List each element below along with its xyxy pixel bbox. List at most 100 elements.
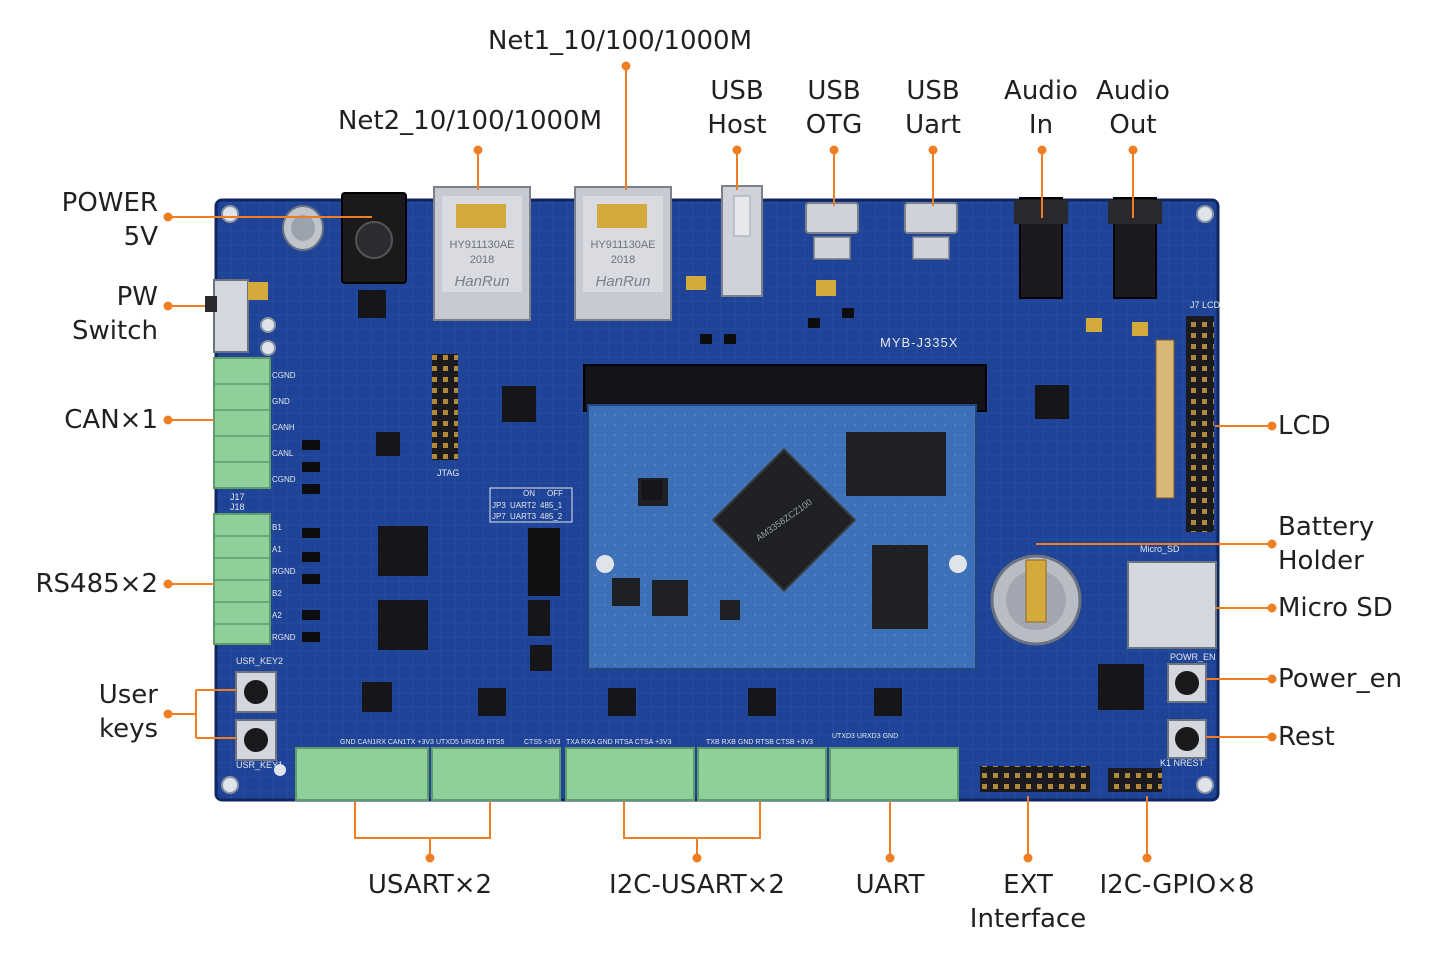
module-hole: [949, 555, 967, 573]
svg-text:CTS5 +3V3: CTS5 +3V3: [524, 739, 560, 746]
svg-text:ON: ON: [523, 489, 535, 498]
ext-interface-header: [980, 766, 1090, 792]
rs485-pin-label: RGND: [272, 567, 296, 576]
audio-in-jack: [1014, 197, 1068, 299]
user-key1-button: [235, 719, 277, 761]
leader-dots: [163, 61, 1277, 863]
rest-label: Rest: [1278, 722, 1335, 752]
svg-text:485_2: 485_2: [540, 512, 563, 521]
lcd-label: LCD: [1278, 411, 1331, 441]
nand-chip: [872, 545, 928, 629]
uart-label: UART: [855, 870, 925, 900]
rs485-pin-label: A1: [272, 545, 282, 554]
svg-text:J17: J17: [230, 492, 245, 502]
can-pin-label: CANL: [272, 449, 294, 458]
svg-text:USR_KEY2: USR_KEY2: [236, 656, 283, 666]
svg-text:HanRun: HanRun: [595, 273, 650, 290]
svg-text:TXA RXA GND RTSA CTSA +3V3: TXA RXA GND RTSA CTSA +3V3: [566, 739, 672, 746]
usb-uart-connector: [904, 202, 958, 260]
jumper-option-table: ON OFF JP3 UART2 485_1 JP7 UART3 485_2: [489, 487, 573, 523]
rs485-pin-label: RGND: [272, 633, 296, 642]
bottom-terminal-blocks: [295, 747, 959, 801]
svg-text:485_1: 485_1: [540, 501, 563, 510]
power-en-label: Power_en: [1278, 664, 1403, 694]
sodimm-slot: [583, 364, 987, 412]
svg-text:K1 NREST: K1 NREST: [1160, 758, 1205, 768]
micro-sd-label: Micro SD: [1278, 593, 1393, 623]
svg-text:UART3: UART3: [510, 512, 537, 521]
svg-text:JTAG: JTAG: [437, 468, 459, 478]
svg-text:TXB RXB GND RTSB CTSB +3V3: TXB RXB GND RTSB CTSB +3V3: [706, 739, 813, 746]
svg-text:HY911130AE: HY911130AE: [590, 239, 655, 251]
svg-text:2018: 2018: [470, 254, 494, 266]
lcd-fpc-connector: [1155, 339, 1175, 499]
svg-text:HY911130AE: HY911130AE: [449, 239, 514, 251]
rj45-net1: HY911130AE 2018 HanRun: [574, 186, 672, 321]
usb-otg-connector: [805, 202, 859, 260]
power-switch: [205, 279, 249, 353]
usb-host-connector: [721, 185, 763, 297]
can-pin-label: CGND: [272, 371, 296, 380]
battery-holder: [990, 554, 1082, 646]
rs485-pin-label: B1: [272, 523, 282, 532]
bottom-pin-labels: GND CAN1RX CAN1TX +3V3 UTXD5 URXD5 RTS5 …: [340, 733, 898, 746]
svg-text:Micro_SD: Micro_SD: [1140, 544, 1180, 554]
rj45-net2: HY911130AE 2018 HanRun: [433, 186, 531, 321]
audio-out-jack: [1108, 197, 1162, 299]
i2c-gpio-header: [1108, 768, 1162, 792]
hole: [274, 764, 286, 776]
svg-text:POWR_EN: POWR_EN: [1170, 652, 1216, 662]
can-terminal-block: [213, 357, 271, 489]
svg-text:JP7: JP7: [492, 512, 506, 521]
can-label: CAN×1: [64, 405, 158, 435]
svg-text:J18: J18: [230, 502, 245, 512]
reset-button: [1167, 719, 1207, 759]
can-pin-label: CANH: [272, 423, 295, 432]
svg-text:J7 LCD: J7 LCD: [1190, 300, 1221, 310]
can-pin-label: GND: [272, 397, 290, 406]
rs485-label: RS485×2: [35, 569, 158, 599]
black-connector: [528, 528, 560, 596]
module-hole: [596, 555, 614, 573]
cpu-chip: AM3358ZCZ100: [711, 447, 857, 593]
rs485-pin-label: B2: [272, 589, 282, 598]
smd-components: [302, 308, 854, 642]
svg-text:UTXD3 URXD3 GND: UTXD3 URXD3 GND: [832, 733, 898, 740]
svg-text:JP3: JP3: [492, 501, 506, 510]
rs485-terminal-block: [213, 513, 271, 645]
capacitor-icon: [282, 205, 324, 251]
svg-text:UTXD5 URXD5 RTS5: UTXD5 URXD5 RTS5: [436, 739, 504, 746]
user-key2-button: [235, 671, 277, 713]
svg-text:GND CAN1RX CAN1TX +3V3: GND CAN1RX CAN1TX +3V3: [340, 739, 434, 746]
svg-text:UART2: UART2: [510, 501, 537, 510]
svg-text:OFF: OFF: [547, 489, 563, 498]
smd-gold: [248, 276, 1148, 336]
jtag-header: [432, 354, 458, 460]
board-model-text: MYB-J335X: [880, 335, 958, 350]
lcd-header: [1186, 316, 1214, 532]
net1-label: Net1_10/100/1000M: [487, 26, 752, 56]
svg-text:USR_KEY1: USR_KEY1: [236, 760, 283, 770]
can-pin-label: CGND: [272, 475, 296, 484]
leader-lines: [168, 66, 1272, 858]
i2c-gpio-label: I2C-GPIO×8: [1099, 870, 1255, 900]
svg-text:HanRun: HanRun: [454, 273, 509, 290]
i2c-usart-label: I2C-USART×2: [609, 870, 785, 900]
micro-sd-slot: [1127, 561, 1217, 649]
power-en-button: [1167, 663, 1207, 703]
ddr-chip: [846, 432, 946, 496]
power-jack: [341, 192, 407, 284]
net2-label: Net2_10/100/1000M: [337, 106, 602, 136]
svg-text:2018: 2018: [611, 254, 635, 266]
usart-label: USART×2: [367, 870, 493, 900]
